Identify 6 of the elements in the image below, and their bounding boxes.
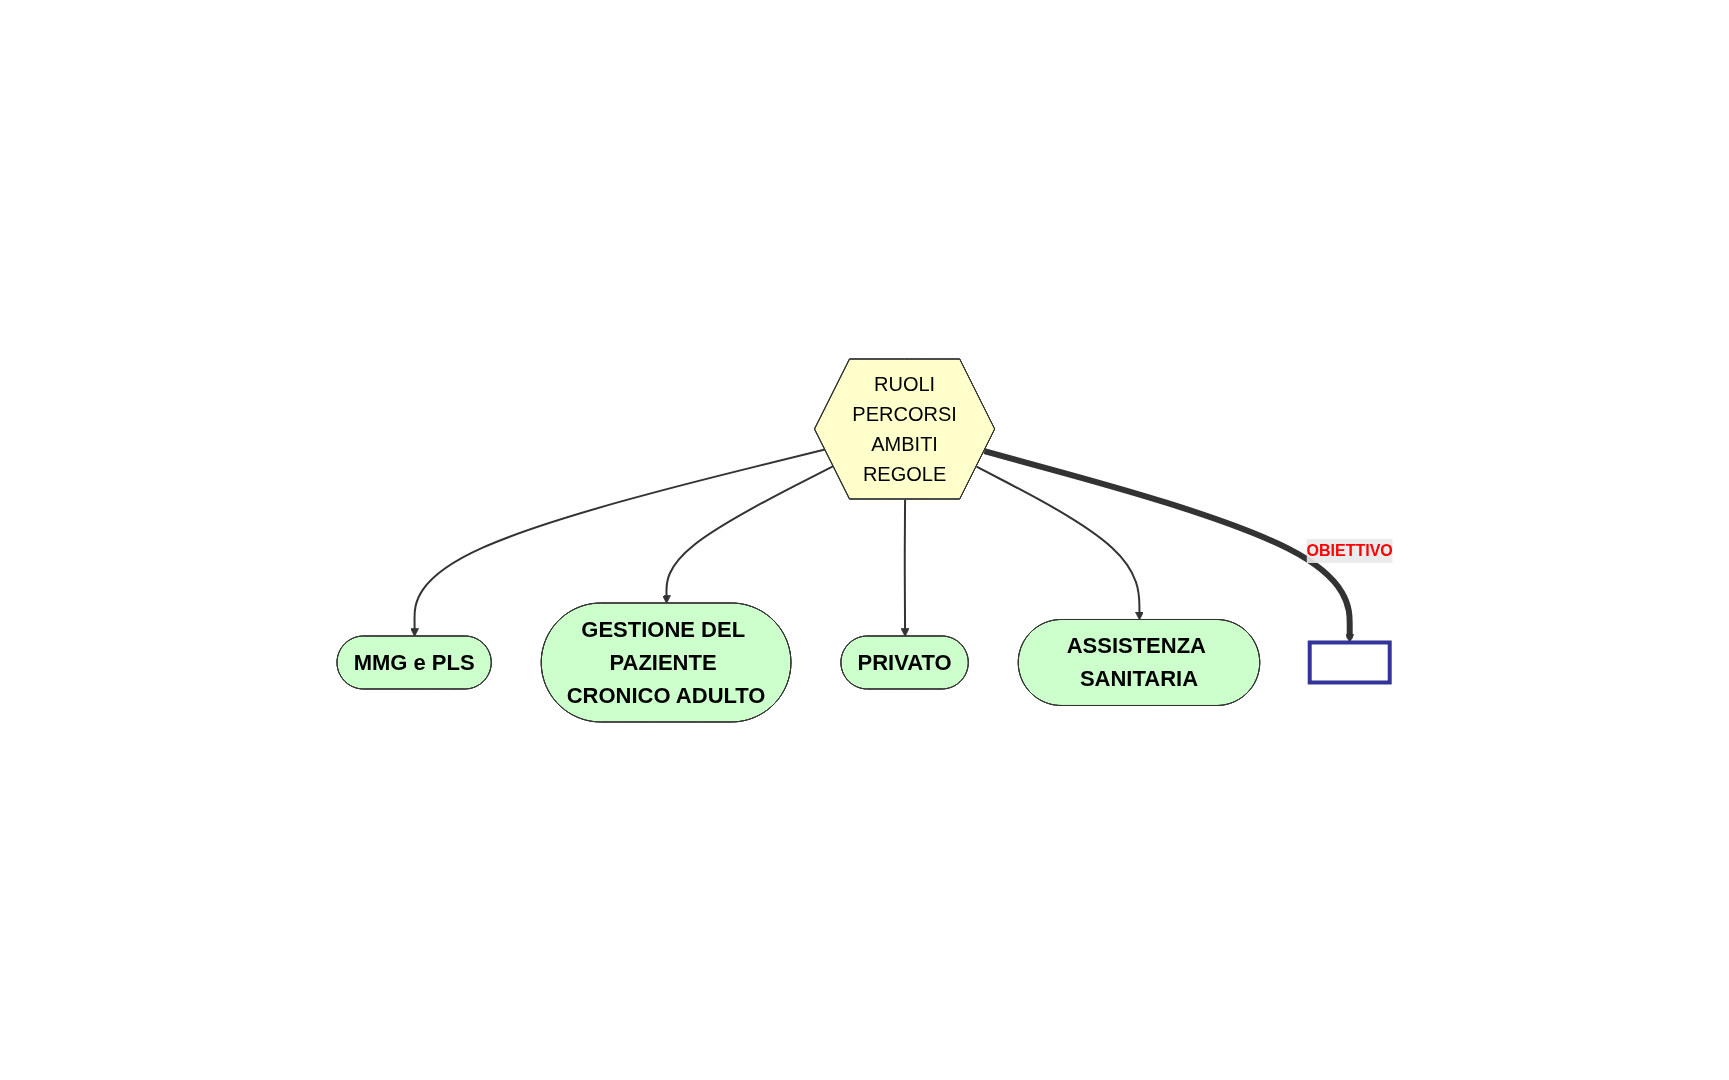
arrow (900, 498, 910, 637)
node-box (1307, 640, 1392, 684)
arrow (975, 465, 1144, 620)
edge-label: OBIETTIVO (1306, 541, 1393, 559)
arrow (409, 447, 826, 637)
arrow (661, 464, 834, 604)
